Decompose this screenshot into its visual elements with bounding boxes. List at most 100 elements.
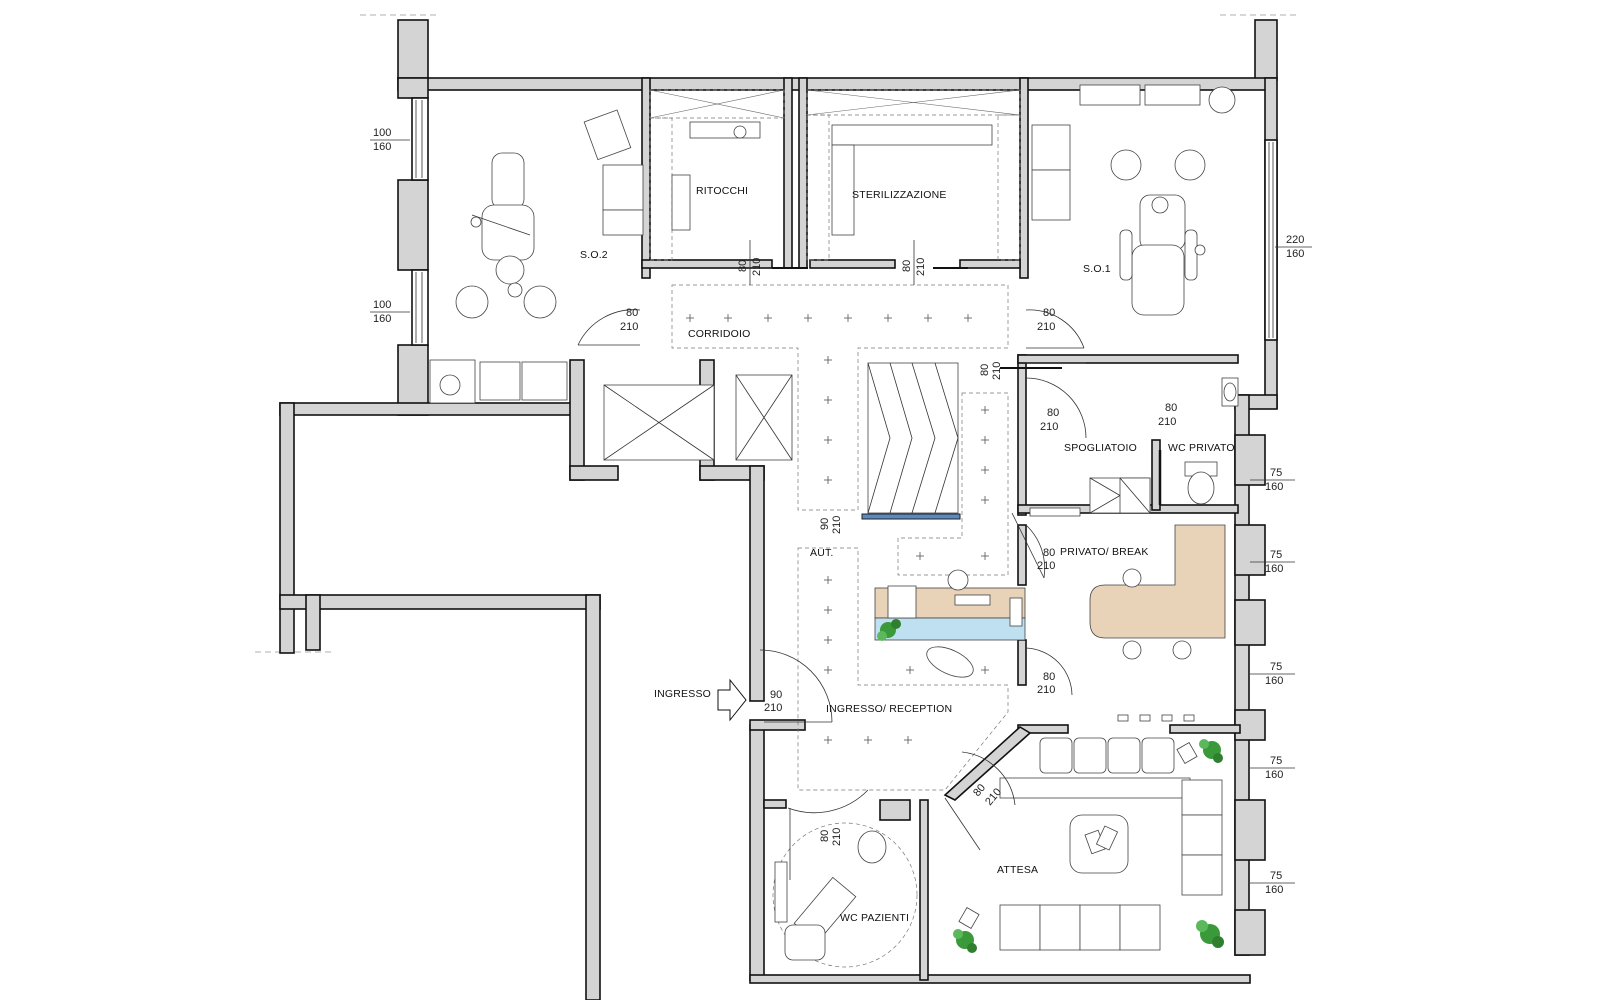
window-dim-so1: 220 160 <box>1275 234 1312 260</box>
svg-text:210: 210 <box>1037 321 1055 333</box>
svg-text:210: 210 <box>620 321 638 333</box>
svg-text:80: 80 <box>979 364 991 376</box>
toilet-icon <box>1184 461 1218 505</box>
svg-text:80: 80 <box>1043 671 1055 683</box>
dimension-labels: 100 160 100 160 220 160 80 210 80 210 80… <box>370 127 1312 896</box>
label-so2: S.O.2 <box>580 249 608 261</box>
svg-text:210: 210 <box>1158 416 1176 428</box>
elevator-icon <box>603 362 961 520</box>
svg-text:210: 210 <box>764 702 782 714</box>
window-dim-1: 75 160 <box>1250 467 1295 493</box>
svg-text:80: 80 <box>819 830 831 842</box>
room-labels: S.O.2 RITOCCHI STERILIZZAZIONE S.O.1 COR… <box>580 185 1235 924</box>
door-swings <box>577 267 1162 880</box>
plant-icon <box>877 619 901 641</box>
dental-chair-icon <box>470 152 535 285</box>
door-dim-corridor-vertical: 80 210 <box>979 362 1003 380</box>
stool-icon <box>455 285 489 319</box>
svg-text:210: 210 <box>751 258 763 276</box>
window-dim-5: 75 160 <box>1250 870 1295 896</box>
door-dim-attesa: 80 210 <box>971 782 1004 808</box>
ritocchi-furniture <box>649 89 785 261</box>
label-ingresso: INGRESSO <box>654 688 711 700</box>
sink-icon <box>784 924 826 961</box>
svg-text:80: 80 <box>901 260 913 272</box>
stool-icon <box>1174 149 1206 181</box>
plant-icon <box>953 929 977 953</box>
door-dim-sterilizzazione: 80 210 <box>901 240 927 285</box>
door-dim-so1: 80 210 <box>1037 307 1055 333</box>
svg-text:210: 210 <box>991 362 1003 380</box>
svg-text:75: 75 <box>1270 467 1282 479</box>
svg-text:80: 80 <box>1043 547 1055 559</box>
stool-icon <box>523 285 557 319</box>
svg-text:75: 75 <box>1270 661 1282 673</box>
svg-text:80: 80 <box>1043 307 1055 319</box>
exterior-walls <box>279 19 1278 1000</box>
windows <box>415 100 1274 343</box>
svg-text:210: 210 <box>1040 421 1058 433</box>
svg-text:160: 160 <box>1265 675 1283 687</box>
dental-chair-icon <box>1119 194 1206 316</box>
so2-furniture <box>429 109 644 404</box>
reception-desk <box>874 569 1026 678</box>
ceiling-lights <box>686 314 989 744</box>
label-corridoio: CORRIDOIO <box>688 328 750 340</box>
door-dim-ritocchi: 80 210 <box>737 240 763 285</box>
so1-furniture <box>1031 84 1236 316</box>
door-dim-so2: 80 210 <box>620 307 638 333</box>
label-ingresso-reception: INGRESSO/ RECEPTION <box>826 703 952 715</box>
svg-text:75: 75 <box>1270 549 1282 561</box>
door-dim-reception: 80 210 <box>1037 671 1055 696</box>
svg-text:160: 160 <box>1265 563 1283 575</box>
door-dim-aut: 90 210 <box>819 516 843 534</box>
spogliatoio-furniture <box>1029 377 1239 517</box>
label-so1: S.O.1 <box>1083 263 1111 275</box>
label-ritocchi: RITOCCHI <box>696 185 748 197</box>
svg-text:210: 210 <box>1037 684 1055 696</box>
label-wc-pazienti: WC PAZIENTI <box>840 912 909 924</box>
door-dim-wc-privato: 80 210 <box>1158 402 1177 428</box>
svg-text:210: 210 <box>831 828 843 846</box>
window-dim-4: 75 160 <box>1250 755 1295 781</box>
window-dim-2: 75 160 <box>1250 549 1295 575</box>
svg-text:75: 75 <box>1270 870 1282 882</box>
svg-text:90: 90 <box>819 518 831 530</box>
svg-text:210: 210 <box>831 516 843 534</box>
svg-text:80: 80 <box>626 307 638 319</box>
svg-text:160: 160 <box>1265 769 1283 781</box>
svg-text:75: 75 <box>1270 755 1282 767</box>
svg-text:220: 220 <box>1286 234 1304 246</box>
sofa-icon <box>999 737 1223 951</box>
attesa-furniture <box>953 737 1224 953</box>
label-sterilizzazione: STERILIZZAZIONE <box>852 189 947 201</box>
plant-icon <box>1196 920 1224 948</box>
stool-icon <box>1122 568 1142 588</box>
corridoio-ceiling <box>671 284 1009 791</box>
svg-text:90: 90 <box>770 689 782 701</box>
sterilizzazione-furniture <box>806 89 1021 261</box>
door-dim-spogliatoio: 80 210 <box>1040 407 1059 433</box>
svg-text:210: 210 <box>1037 560 1055 572</box>
label-wc-privato: WC PRIVATO <box>1168 442 1235 454</box>
svg-text:160: 160 <box>1265 481 1283 493</box>
label-aut: AUT. <box>810 547 834 559</box>
svg-text:80: 80 <box>1047 407 1059 419</box>
svg-text:100: 100 <box>373 127 391 139</box>
svg-text:160: 160 <box>1265 884 1283 896</box>
plant-icon <box>1199 739 1223 763</box>
svg-text:160: 160 <box>373 141 391 153</box>
label-privato-break: PRIVATO/ BREAK <box>1060 546 1149 558</box>
sink-icon <box>1221 377 1239 407</box>
window-dim-so2-upper: 100 160 <box>370 127 410 153</box>
stool-icon <box>1110 149 1142 181</box>
svg-text:160: 160 <box>373 313 391 325</box>
break-furniture <box>1089 524 1226 722</box>
svg-text:210: 210 <box>915 258 927 276</box>
window-dim-so2-lower: 100 160 <box>370 299 410 325</box>
axis-marks <box>255 14 1300 653</box>
door-dim-break: 80 210 <box>1037 547 1055 572</box>
svg-text:160: 160 <box>1286 248 1304 260</box>
armchair-icon <box>958 742 1198 929</box>
